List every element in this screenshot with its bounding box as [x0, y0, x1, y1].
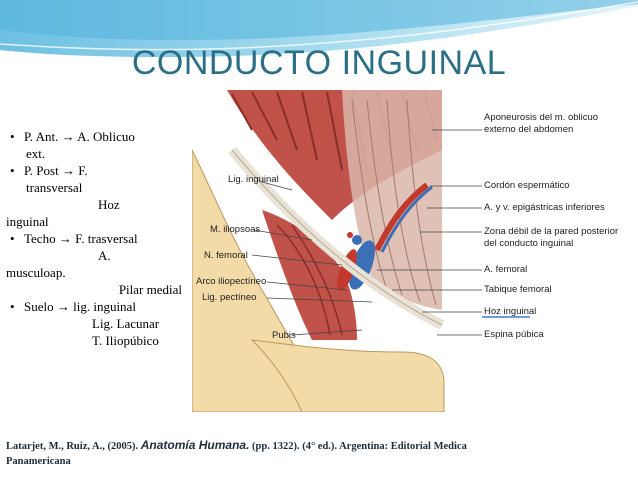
label-zona-debil-2: del conducto inguinal [484, 238, 574, 249]
citation-details: (pp. 1322). (4° ed.). Argentina: Editori… [252, 441, 467, 452]
bullet-pilar: Pilar medial [118, 282, 182, 297]
slide-title: CONDUCTO INGUINAL [131, 44, 507, 82]
label-aponeurosis-2: externo del abdomen [484, 124, 574, 135]
bullet-p-post: •P. Post → F. [10, 163, 88, 178]
bullet-lig-lacunar: Lig. Lacunar [92, 316, 160, 331]
bullet-techo: •Techo → F. trasversal [10, 231, 138, 246]
label-espina-pubica: Espina púbica [484, 329, 544, 340]
bullet-text: P. Ant. → A. Oblicuo [24, 129, 135, 144]
bullet-t-iliopubico: T. Iliopúbico [92, 333, 159, 348]
label-lig-inguinal: Lig. inguinal [228, 174, 279, 185]
label-tabique-femoral: Tabique femoral [484, 284, 552, 295]
anatomy-illustration [192, 90, 612, 412]
label-hoz-inguinal: Hoz inguinal [484, 306, 537, 317]
bullet-a: A. [98, 248, 111, 263]
bullet-text: Techo → F. trasversal [24, 231, 138, 246]
bullet-hoz: Hoz [98, 197, 120, 212]
citation-authors: Latarjet, M., Ruiz, A., (2005). [6, 441, 139, 452]
label-cordon-espermatico: Cordón espermático [484, 180, 570, 191]
bullet-inguinal: inguinal [6, 214, 49, 229]
citation-publisher: Panamericana [6, 456, 71, 467]
bullet-p-ant: •P. Ant. → A. Oblicuo [10, 129, 135, 144]
citation: Latarjet, M., Ruiz, A., (2005). Anatomía… [6, 438, 626, 469]
label-zona-debil-1: Zona débil de la pared posterior [484, 226, 619, 237]
label-a-v-epigastricas: A. y v. epigástricas inferiores [484, 202, 605, 213]
bullet-list: •P. Ant. → A. Oblicuo ext. •P. Post → F.… [6, 128, 188, 349]
bullet-text: Suelo → lig. inguinal [24, 299, 136, 314]
label-m-iliopsoas: M. iliopsoas [210, 224, 261, 235]
label-arco-iliopectineo: Arco iliopectíneo [196, 276, 267, 287]
header-wave-decoration [0, 0, 638, 60]
label-lig-pectineo: Lig. pectíneo [202, 292, 257, 303]
bullet-musculoap: musculoap. [6, 265, 66, 280]
bullet-p-ant-cont: ext. [26, 146, 46, 161]
label-pubis: Pubis [272, 330, 296, 341]
label-n-femoral: N. femoral [204, 250, 248, 261]
label-a-femoral: A. femoral [484, 264, 528, 275]
bullet-text: P. Post → F. [24, 163, 88, 178]
citation-book-title: Anatomía Humana. [140, 438, 250, 452]
bullet-p-post-cont: transversal [26, 180, 83, 195]
figure-labels: Lig. inguinal M. iliopsoas N. femoral Ar… [192, 90, 618, 412]
label-aponeurosis-1: Aponeurosis del m. oblicuo [484, 112, 599, 123]
bullet-suelo: •Suelo → lig. inguinal [10, 299, 136, 314]
